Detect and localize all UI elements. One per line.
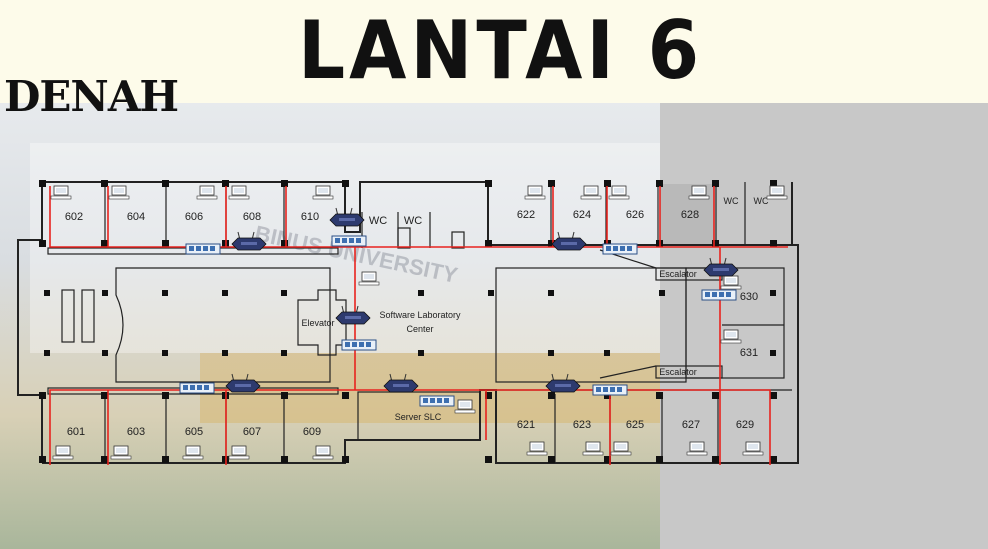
wifi-router-icon [225, 373, 261, 393]
room-label-630: 630 [740, 291, 758, 303]
computer-icon [766, 185, 788, 200]
room-label-628: 628 [681, 209, 699, 221]
computer-icon [50, 185, 72, 200]
network-switch-icon [602, 243, 638, 255]
computer-icon [610, 441, 632, 456]
network-switch-icon [331, 235, 367, 247]
computer-icon [580, 185, 602, 200]
room-label-604: 604 [127, 211, 145, 223]
room-label-609: 609 [303, 426, 321, 438]
room-label-wc-4: WC [754, 196, 769, 206]
computer-icon [228, 445, 250, 460]
computer-icon [358, 271, 380, 286]
network-switch-icon [179, 382, 215, 394]
room-label-623: 623 [573, 419, 591, 431]
network-switch-icon [341, 339, 377, 351]
computer-icon [52, 445, 74, 460]
computer-icon [582, 441, 604, 456]
room-label-621: 621 [517, 419, 535, 431]
room-label-607: 607 [243, 426, 261, 438]
computer-icon [110, 445, 132, 460]
room-label-wc-2: WC [404, 215, 422, 227]
room-label-601: 601 [67, 426, 85, 438]
room-label-wc-3: WC [724, 196, 739, 206]
room-label-610: 610 [301, 211, 319, 223]
page-title: LANTAI 6 [298, 4, 704, 98]
computer-icon [720, 275, 742, 290]
escalator-bottom-label: Escalator [659, 367, 697, 377]
page-subtitle: DENAH [4, 72, 179, 121]
computer-icon [196, 185, 218, 200]
computer-icon [108, 185, 130, 200]
computer-icon [688, 185, 710, 200]
computer-icon [686, 441, 708, 456]
computer-icon [526, 441, 548, 456]
computer-icon [454, 399, 476, 414]
network-switch-icon [185, 243, 221, 255]
computer-icon [720, 329, 742, 344]
computer-icon [312, 185, 334, 200]
room-label-622: 622 [517, 209, 535, 221]
wifi-router-icon [551, 231, 587, 251]
network-switch-icons [179, 235, 737, 407]
room-label-606: 606 [185, 211, 203, 223]
network-switch-icon [419, 395, 455, 407]
computer-icon [742, 441, 764, 456]
header-band [0, 0, 988, 103]
room-label-631: 631 [740, 347, 758, 359]
network-switch-icon [701, 289, 737, 301]
wifi-router-icon [329, 207, 365, 227]
room-label-629: 629 [736, 419, 754, 431]
wifi-router-icon [383, 373, 419, 393]
room-label-605: 605 [185, 426, 203, 438]
computer-icon [182, 445, 204, 460]
room-label-603: 603 [127, 426, 145, 438]
elevator-label: Elevator [301, 318, 334, 328]
computer-icon [608, 185, 630, 200]
computer-icon [524, 185, 546, 200]
computer-icon [228, 185, 250, 200]
wifi-router-icon [335, 305, 371, 325]
computer-icon [312, 445, 334, 460]
room-label-626: 626 [626, 209, 644, 221]
wifi-router-icon [703, 257, 739, 277]
room-label-602: 602 [65, 211, 83, 223]
room-label-625: 625 [626, 419, 644, 431]
grey-side-panel [660, 103, 988, 549]
room-label-627: 627 [682, 419, 700, 431]
room-label-624: 624 [573, 209, 591, 221]
wifi-router-icon [545, 373, 581, 393]
network-switch-icon [592, 384, 628, 396]
escalator-top-label: Escalator [659, 269, 697, 279]
server-label: Server SLC [395, 412, 442, 422]
room-label-608: 608 [243, 211, 261, 223]
room-label-wc-1: WC [369, 215, 387, 227]
